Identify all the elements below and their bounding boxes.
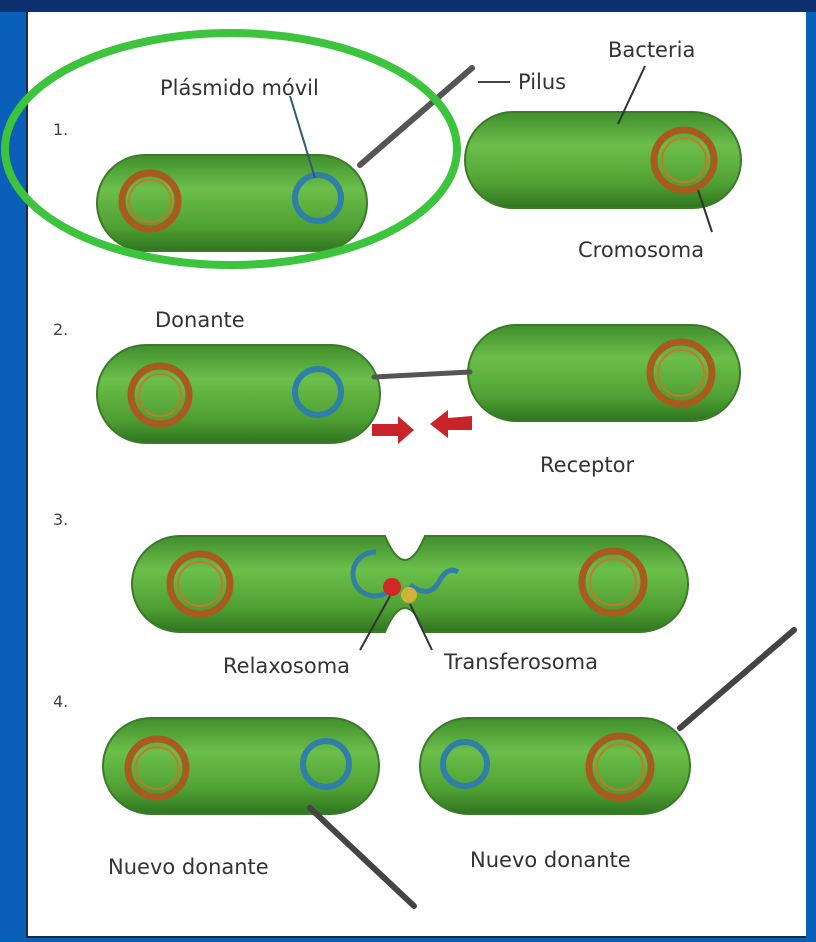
new-donor-cell-left: [103, 718, 379, 814]
label-pilus: Pilus: [518, 72, 566, 93]
label-chromosome: Cromosoma: [578, 240, 704, 261]
label-donor: Donante: [155, 310, 245, 331]
pilus-contracting: [374, 372, 470, 377]
label-transferosome: Transferosoma: [444, 652, 598, 673]
pilus: [310, 808, 414, 906]
transferosome: [401, 587, 417, 603]
label-relaxosome: Relaxosoma: [223, 656, 350, 677]
label-new-donor-right: Nuevo donante: [470, 850, 631, 871]
recipient-cell-step2: [468, 325, 740, 421]
label-plasmid: Plásmido móvil: [160, 78, 319, 99]
step-number-1: 1.: [53, 122, 68, 138]
pull-arrow-left: [430, 410, 472, 438]
label-new-donor-left: Nuevo donante: [108, 857, 269, 878]
step-number-2: 2.: [53, 322, 68, 338]
step-number-3: 3.: [53, 512, 68, 528]
donor-cell-step1: [97, 155, 367, 251]
label-receptor: Receptor: [540, 455, 634, 476]
step-number-4: 4.: [53, 694, 68, 710]
pilus: [680, 630, 794, 728]
pull-arrow-right: [372, 416, 414, 444]
relaxosome: [383, 578, 401, 596]
label-bacteria: Bacteria: [608, 40, 695, 61]
